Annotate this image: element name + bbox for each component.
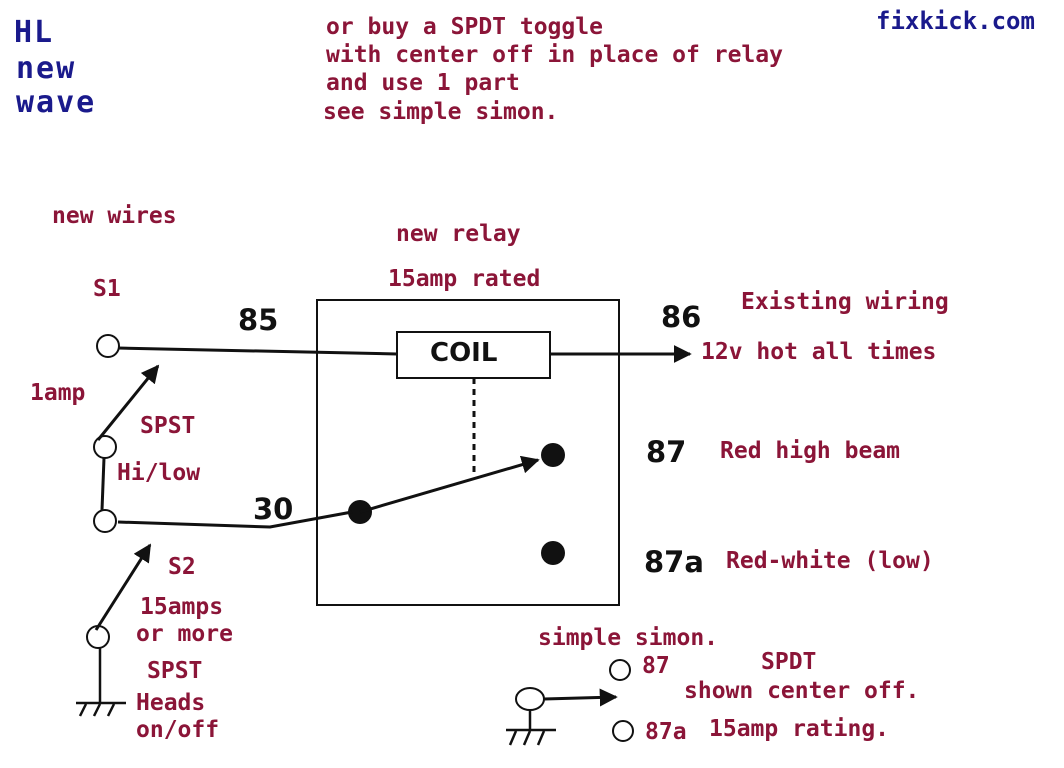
spst2-arrow xyxy=(94,543,152,631)
simon-terminal-87 xyxy=(609,659,631,681)
simon-terminal-87a xyxy=(612,720,634,742)
brand-line-1: HL xyxy=(14,15,55,50)
label-red-high-beam: Red high beam xyxy=(720,438,901,464)
label-hilow: Hi/low xyxy=(117,460,201,486)
switch-arm xyxy=(359,455,540,514)
note-line-1: or buy a SPDT toggle xyxy=(326,14,603,40)
wire-s1-85 xyxy=(117,346,398,356)
label-existing-wiring: Existing wiring xyxy=(741,289,949,315)
relay-title: new relay xyxy=(396,221,521,247)
label-spst-2: SPST xyxy=(147,658,203,684)
label-s2: S2 xyxy=(168,554,196,580)
label-red-white-low: Red-white (low) xyxy=(726,548,934,574)
label-12v-hot: 12v hot all times xyxy=(701,339,937,365)
label-s1: S1 xyxy=(93,276,121,302)
relay-box xyxy=(316,299,620,606)
terminal-junction xyxy=(93,509,117,533)
ground-simon xyxy=(506,710,556,746)
site-name: fixkick.com xyxy=(876,7,1035,35)
pin-87: 87 xyxy=(646,435,687,469)
simon-center-off: shown center off. xyxy=(684,678,920,704)
spst1-arrow xyxy=(96,364,160,441)
pin-87a: 87a xyxy=(644,545,704,579)
ground-left xyxy=(76,648,126,717)
brand-line-3: wave xyxy=(16,85,97,120)
label-or-more: or more xyxy=(136,621,233,647)
note-line-3: and use 1 part xyxy=(326,70,520,96)
simon-pin-87: 87 xyxy=(642,653,670,679)
simon-title: simple simon. xyxy=(538,625,719,651)
simon-spdt: SPDT xyxy=(761,649,817,675)
label-onoff: on/off xyxy=(136,717,220,743)
label-1amp: 1amp xyxy=(30,380,86,406)
label-heads: Heads xyxy=(136,690,206,716)
simon-arrow xyxy=(543,688,618,707)
contact-87a xyxy=(541,541,565,565)
pin-85: 85 xyxy=(238,303,279,337)
label-15amps: 15amps xyxy=(140,594,224,620)
terminal-spst-hi xyxy=(93,435,117,459)
note-line-4: see simple simon. xyxy=(323,99,559,125)
label-new-wires: new wires xyxy=(52,203,177,229)
simon-rating: 15amp rating. xyxy=(709,716,890,742)
brand-line-2: new xyxy=(16,51,77,86)
pin-86: 86 xyxy=(661,300,702,334)
label-spst-1: SPST xyxy=(140,413,196,439)
contact-87 xyxy=(541,443,565,467)
simon-pin-87a: 87a xyxy=(645,719,687,745)
wire-vertical-left xyxy=(100,457,106,511)
coil-label: COIL xyxy=(430,338,498,368)
note-line-2: with center off in place of relay xyxy=(326,42,783,68)
simon-common-terminal xyxy=(515,687,545,711)
terminal-s1 xyxy=(96,334,120,358)
relay-rating: 15amp rated xyxy=(388,266,541,292)
pin-30: 30 xyxy=(253,492,294,526)
wire-junction-30 xyxy=(117,510,353,529)
